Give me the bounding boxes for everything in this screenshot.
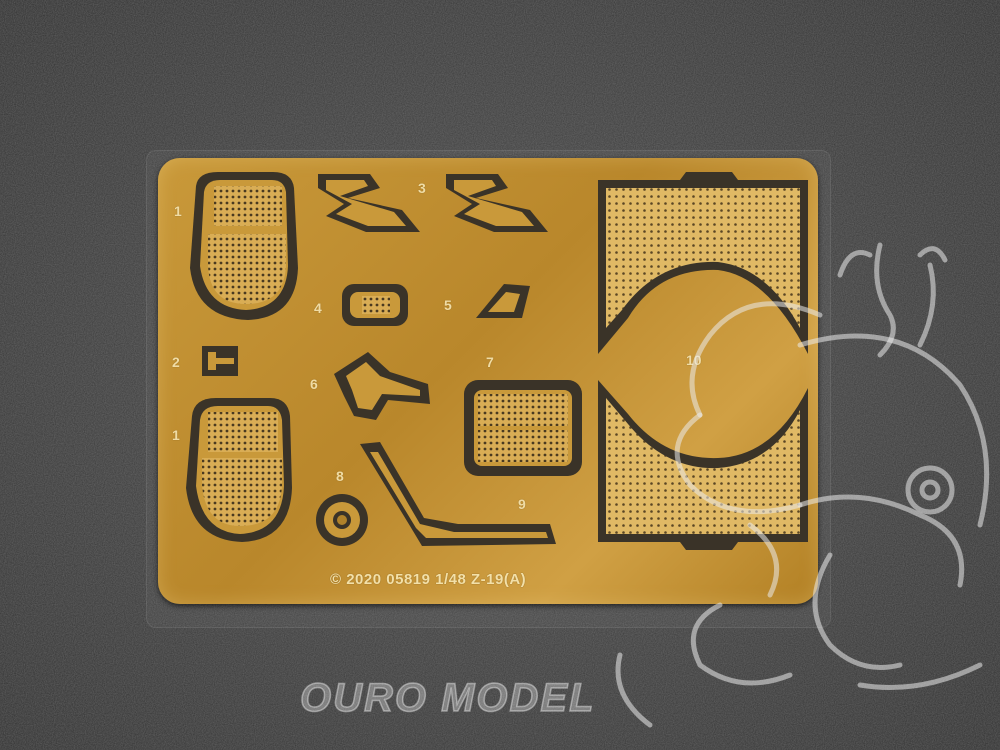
part-1-top [190,172,298,320]
part-3 [318,174,548,232]
part-2 [202,346,238,376]
part-label-5: 5 [444,297,452,313]
part-6 [334,352,430,420]
fret-parts [186,172,808,550]
part-label-8: 8 [336,468,344,484]
watermark-mascot [615,242,990,728]
part-9 [360,442,556,546]
part-4 [342,284,408,326]
part-label-6: 6 [310,376,318,392]
part-label-3: 3 [418,180,426,196]
watermark-text: OURO MODEL [299,675,596,721]
part-1-bottom [186,398,292,542]
part-label-1-top: 1 [174,203,182,219]
part-7 [464,380,582,476]
fret-copyright-text: © 2020 05819 1/48 Z-19(A) [330,571,527,588]
part-5 [476,284,530,318]
part-label-4: 4 [314,300,322,316]
part-label-1-bottom: 1 [172,427,180,443]
part-label-2: 2 [172,354,180,370]
part-label-7: 7 [486,354,494,370]
part-8 [316,494,368,546]
part-10 [598,172,808,550]
part-label-9: 9 [518,496,526,512]
